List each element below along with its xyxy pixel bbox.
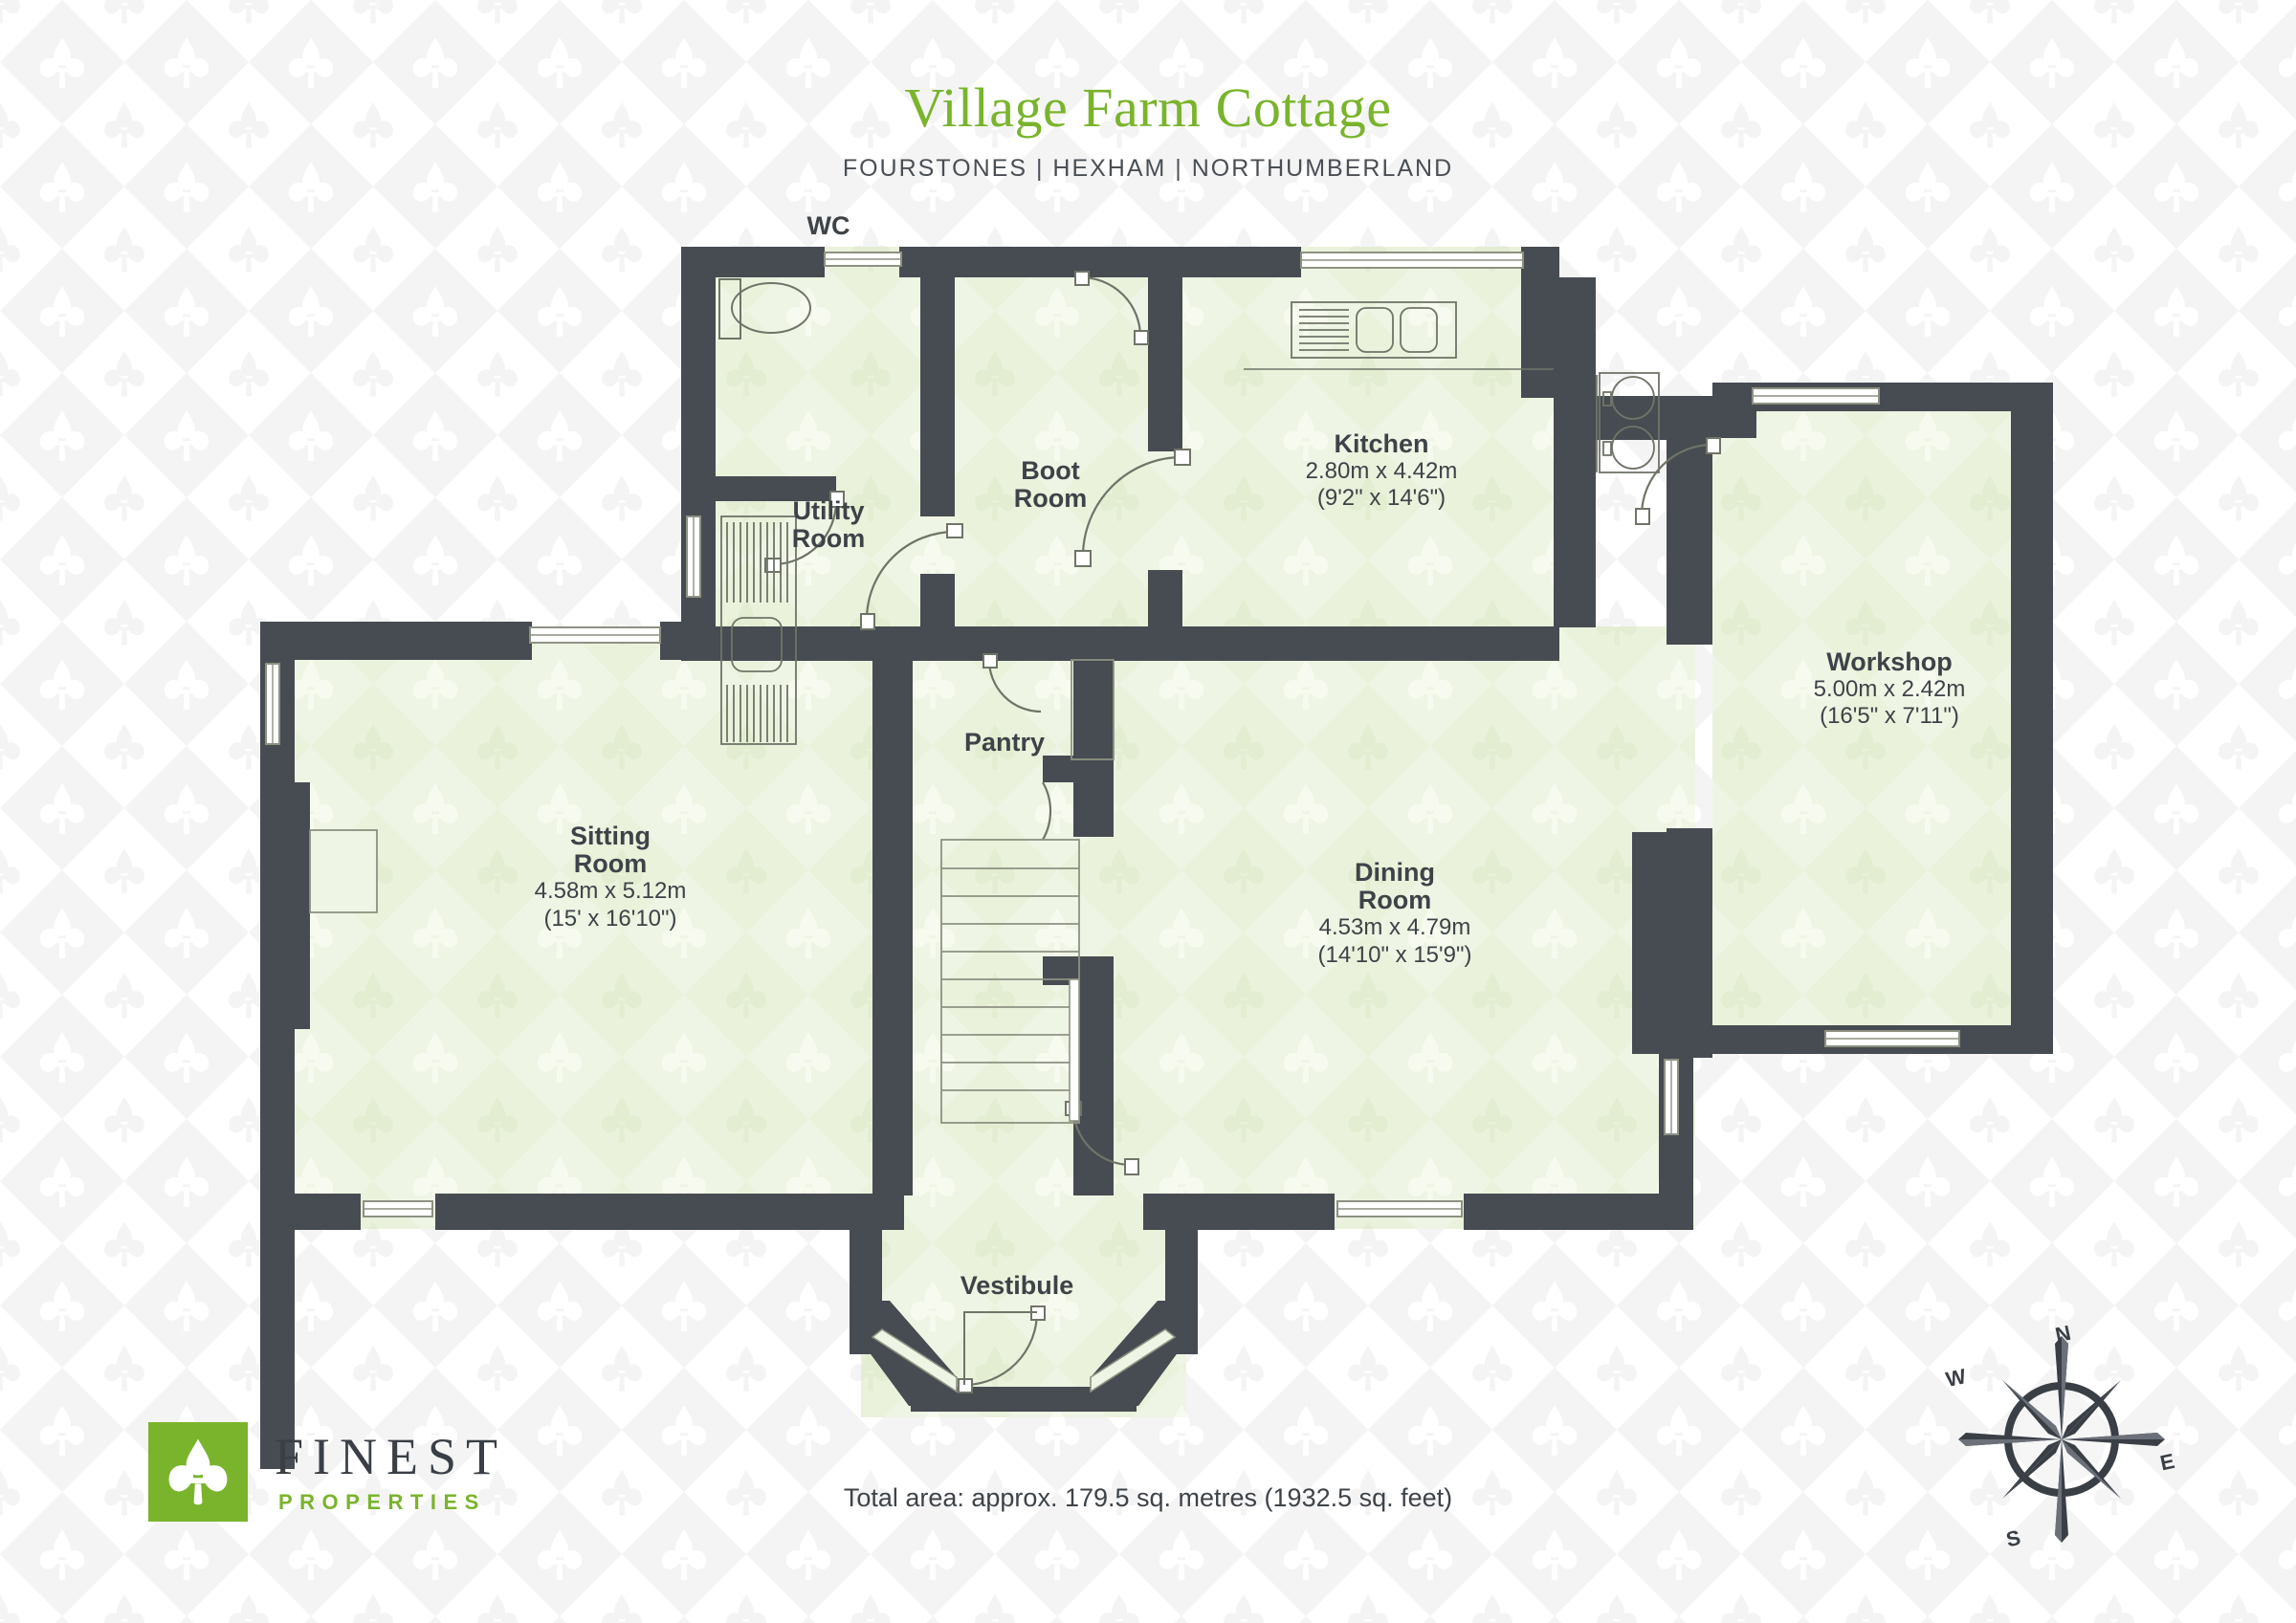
fleur-de-lis-icon [148, 1422, 248, 1522]
room-label-dining-room: Dining Room 4.53m x 4.79m (14'10" x 15'9… [1317, 858, 1472, 969]
room-dims-imperial-dining: (14'10" x 15'9") [1317, 941, 1472, 968]
room-name-kitchen: Kitchen [1334, 429, 1429, 458]
plan-header: Village Farm Cottage FOURSTONES | HEXHAM… [0, 0, 2296, 183]
kitchen-sink [1291, 301, 1457, 359]
logo-name: FINEST [275, 1428, 508, 1485]
compass-east-label: E [2158, 1449, 2177, 1476]
room-name-vestibule: Vestibule [960, 1271, 1074, 1300]
room-name-dining-line1: Dining [1355, 858, 1435, 887]
page-title: Village Farm Cottage [904, 77, 1392, 139]
room-label-sitting-room: Sitting Room 4.58m x 5.12m (15' x 16'10"… [535, 822, 687, 932]
room-label-kitchen: Kitchen 2.80m x 4.42m (9'2" x 14'6") [1305, 429, 1458, 513]
toilet-fixture [718, 278, 811, 340]
room-dims-metric-workshop: 5.00m x 2.42m [1813, 676, 1966, 703]
room-name-utility-line2: Room [791, 524, 866, 554]
room-name-workshop: Workshop [1826, 647, 1953, 676]
page-subtitle: FOURSTONES | HEXHAM | NORTHUMBERLAND [842, 155, 1454, 182]
room-dims-metric-sitting: 4.58m x 5.12m [534, 878, 687, 905]
compass-rose: N E S W [1942, 1320, 2181, 1559]
room-name-utility-line1: Utility [792, 496, 865, 525]
room-name-boot-line1: Boot [1021, 456, 1080, 485]
compass-south-label: S [2004, 1525, 2023, 1552]
room-label-utility: Utility Room [791, 496, 866, 554]
room-dims-imperial-workshop: (16'5" x 7'11") [1820, 703, 1959, 730]
room-name-sitting-line2: Room [573, 849, 648, 879]
room-dims-metric-kitchen: 2.80m x 4.42m [1305, 458, 1458, 485]
room-name-dining-line2: Room [1358, 886, 1432, 915]
room-dims-imperial-sitting: (15' x 16'10") [543, 905, 677, 932]
kitchen-hob [1596, 372, 1660, 473]
total-area-text: Total area: approx. 179.5 sq. metres (19… [843, 1483, 1453, 1512]
logo-tagline: PROPERTIES [278, 1490, 486, 1514]
room-name-boot-line2: Room [1013, 484, 1088, 514]
vestibule-splayed-walls [871, 1328, 1177, 1393]
room-label-vestibule: Vestibule [960, 1271, 1074, 1300]
room-label-wc: WC [806, 211, 850, 240]
room-label-boot-room: Boot Room [1013, 456, 1088, 514]
room-dims-imperial-kitchen: (9'2" x 14'6") [1316, 485, 1446, 512]
room-label-workshop: Workshop 5.00m x 2.42m (16'5" x 7'11") [1813, 647, 1966, 731]
room-name-pantry: Pantry [963, 728, 1046, 757]
fireplace [309, 829, 378, 913]
room-name-wc: WC [806, 211, 850, 240]
room-name-sitting-line1: Sitting [570, 822, 651, 850]
pantry-shelf [1071, 659, 1115, 760]
utility-worktop [720, 515, 797, 745]
compass-north-label: N [2053, 1321, 2073, 1348]
room-dims-metric-dining: 4.53m x 4.79m [1318, 914, 1471, 941]
logo-wordmark: FINEST PROPERTIES [275, 1431, 507, 1513]
finest-properties-logo: FINEST PROPERTIES [148, 1422, 507, 1522]
room-label-pantry: Pantry [963, 728, 1046, 757]
compass-west-label: W [1944, 1364, 1969, 1392]
